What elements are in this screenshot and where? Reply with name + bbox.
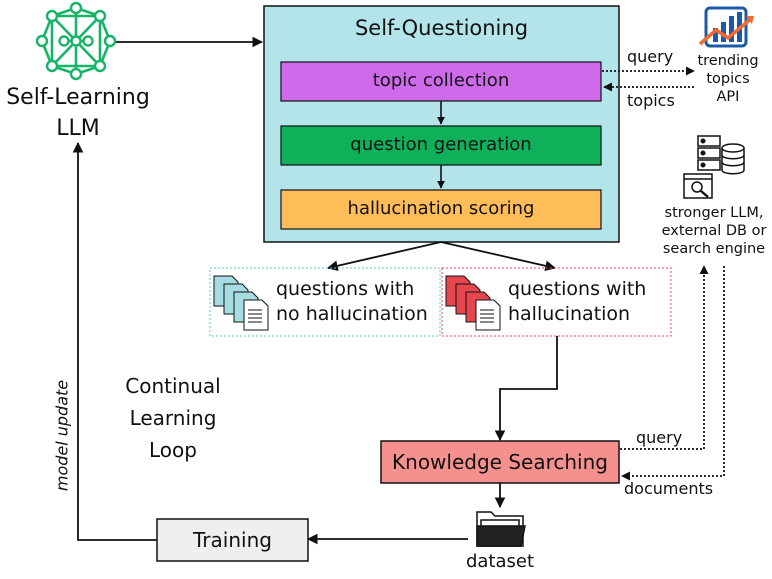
external-line2: external DB or: [661, 223, 767, 239]
api-topics-label: topics: [627, 91, 675, 110]
dataset-label: dataset: [465, 551, 535, 572]
arrow-to-hallucination: [440, 241, 557, 272]
knowledge-query-label: query: [636, 428, 683, 447]
hallucination-line1: questions with: [508, 278, 647, 300]
knowledge-searching-label: Knowledge Searching: [392, 450, 608, 474]
loop-line3: Loop: [149, 438, 197, 462]
hallucination-scoring-label: hallucination scoring: [347, 198, 535, 219]
trending-chart-icon: [698, 6, 754, 48]
arrow-documents-from-external: [621, 266, 725, 481]
hallucination-line2: hallucination: [508, 303, 631, 325]
external-source-label: stronger LLM, external DB or search engi…: [656, 204, 772, 258]
no-hallucination-label: questions with no hallucination: [276, 277, 428, 327]
question-generation-label: question generation: [350, 134, 532, 155]
topic-collection-bar: [280, 61, 602, 102]
external-line1: stronger LLM,: [664, 205, 764, 221]
training-label: Training: [193, 528, 272, 552]
hallucination-box: [441, 267, 672, 337]
server-icon: [697, 135, 721, 171]
external-line3: search engine: [662, 241, 766, 257]
api-line3: API: [716, 89, 740, 105]
no-hallucination-line2: no hallucination: [276, 303, 428, 325]
search-window-icon: [683, 173, 713, 199]
question-generation-bar: [280, 125, 602, 166]
no-hallucination-box: [209, 267, 441, 337]
llm-label: Self-Learning LLM: [0, 82, 156, 144]
trending-topics-api-label: trending topics API: [688, 52, 768, 106]
topic-collection-label: topic collection: [372, 70, 510, 91]
knowledge-searching-box: [380, 440, 620, 484]
loop-line2: Learning: [129, 406, 217, 430]
folder-icon: [476, 511, 526, 547]
knowledge-documents-label: documents: [624, 479, 714, 498]
hallucination-label: questions with hallucination: [508, 277, 646, 327]
api-query-label: query: [627, 47, 674, 66]
documents-teal-icon: [213, 275, 269, 331]
arrow-model-update: [72, 141, 157, 541]
self-questioning-title: Self-Questioning: [354, 16, 529, 40]
llm-label-line2: LLM: [56, 116, 100, 141]
arrow-query-to-external: [620, 265, 709, 450]
documents-red-icon: [445, 275, 501, 331]
arrow-to-knowledge: [494, 336, 558, 442]
arrow-to-no-hallucination: [326, 241, 442, 272]
llm-label-line1: Self-Learning: [6, 85, 150, 110]
no-hallucination-line1: questions with: [276, 278, 415, 300]
hallucination-scoring-bar: [280, 189, 602, 230]
neural-network-icon: [35, 1, 117, 81]
continual-learning-loop-label: Continual Learning Loop: [108, 370, 238, 466]
database-icon: [721, 143, 745, 175]
model-update-label: model update: [52, 379, 72, 492]
loop-line1: Continual: [125, 374, 221, 398]
api-line1: trending: [697, 53, 759, 69]
api-line2: topics: [706, 71, 750, 87]
